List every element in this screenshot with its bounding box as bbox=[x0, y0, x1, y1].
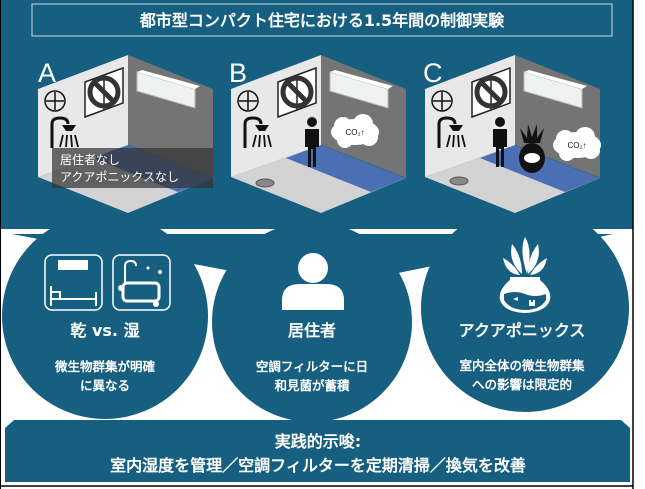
room-letter: C bbox=[423, 58, 443, 88]
finding-title: 乾 vs. 湿 bbox=[70, 321, 139, 340]
co2-label: CO₂↑ bbox=[345, 128, 364, 137]
drain-icon bbox=[255, 178, 275, 188]
aquaponics-icon bbox=[499, 237, 551, 313]
aquaponics-pot-icon bbox=[519, 124, 545, 173]
implications-banner bbox=[5, 420, 630, 482]
title-box bbox=[31, 3, 613, 37]
finding-aquaponics: アクアポニックス 室内全体の微生物群集 への影響は限定的 bbox=[459, 237, 586, 392]
co2-label: CO₂↑ bbox=[567, 141, 586, 150]
shower-bath-icon bbox=[112, 254, 171, 311]
room-b: B CO₂↑ bbox=[229, 55, 406, 213]
finding-occupant: 居住者 空調フィルターに日 和見菌が蓄積 bbox=[256, 253, 368, 393]
page-title: 都市型コンパクト住宅における1.5年間の制御実験 bbox=[139, 11, 505, 30]
room-letter: A bbox=[38, 58, 56, 88]
finding-desc-line: 和見菌が蓄積 bbox=[273, 378, 350, 393]
finding-desc-line: に異なる bbox=[80, 378, 130, 393]
room-c: C CO₂↑ bbox=[423, 55, 601, 213]
finding-desc-line: への影響は限定的 bbox=[472, 377, 572, 392]
drain-icon bbox=[449, 176, 469, 186]
implications-text: 室内湿度を管理／空調フィルターを定期清掃／換気を改善 bbox=[110, 456, 526, 475]
finding-desc-line: 室内全体の微生物群集 bbox=[459, 358, 585, 373]
finding-dry-wet: 乾 vs. 湿 微生物群集が明確 に異なる bbox=[44, 254, 171, 393]
room-letter: B bbox=[229, 58, 247, 88]
room-label-box bbox=[52, 148, 213, 188]
room-a: A 居住者なし アクアポニックスなし bbox=[38, 55, 213, 213]
finding-circle-dry-wet bbox=[2, 213, 208, 419]
person-icon bbox=[282, 253, 344, 310]
finding-title: 居住者 bbox=[288, 321, 336, 340]
finding-title: アクアポニックス bbox=[459, 321, 586, 340]
air-conditioner-bed-icon bbox=[44, 254, 103, 311]
finding-circle-occupant bbox=[212, 222, 412, 422]
finding-desc-line: 微生物群集が明確 bbox=[54, 359, 156, 374]
room-label-line: アクアポニックスなし bbox=[60, 170, 179, 184]
room-label-line: 居住者なし bbox=[60, 153, 120, 167]
finding-desc-line: 空調フィルターに日 bbox=[256, 359, 368, 374]
implications-heading: 実践的示唆: bbox=[275, 432, 361, 451]
